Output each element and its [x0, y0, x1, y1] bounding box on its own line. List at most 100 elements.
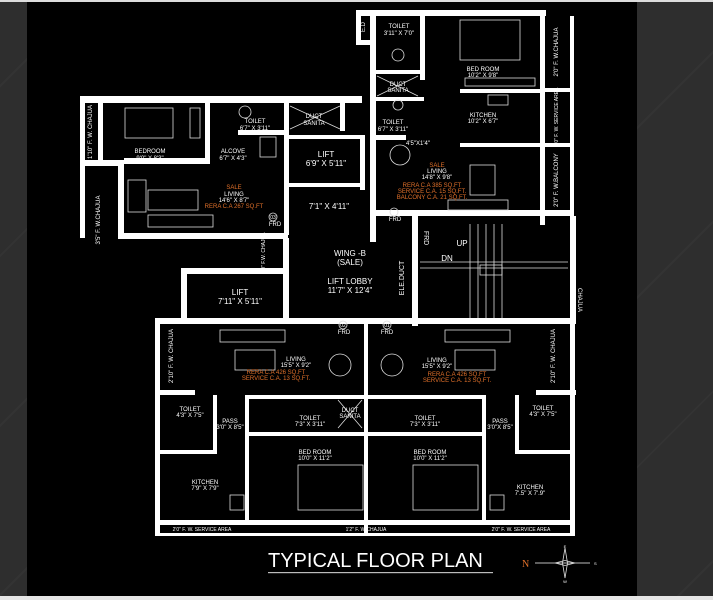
rera-area: RERA C.A 267 SQ.FT: [205, 204, 264, 210]
compass-south: S: [594, 561, 597, 566]
room-name: BED ROOM: [414, 450, 447, 456]
balcony-label: 2'0" F. W.BALCONY: [554, 153, 560, 207]
door-number-badge: [268, 212, 278, 222]
room-size: 4'3" X 7'5": [529, 412, 556, 418]
chajua-label: 2'10" F. W. CHAJUA: [551, 329, 557, 383]
room-name: ALCOVE: [221, 149, 245, 155]
table-icon: [234, 349, 276, 371]
dining-size: 4'5"X1'4": [406, 141, 430, 147]
lift-size: 7'11" X 5'11": [218, 297, 262, 306]
room-name: LIVING: [427, 169, 447, 175]
dining-table-icon: [380, 353, 404, 377]
lift-size: 6'9" X 5'11": [306, 159, 346, 168]
stove-icon: [487, 94, 509, 106]
room-size: 6'7" X 4'3": [219, 156, 246, 162]
room-size: 10'0" X 11'2": [413, 456, 446, 462]
duct-label: DUCT: [390, 82, 407, 88]
room-size: 7'9" X 7'9": [191, 486, 218, 492]
service-area-label: 2'0" F. W. SERVICE AREA: [554, 87, 560, 146]
passage-size: 7'1" X 4'11": [309, 202, 349, 211]
room-name: TOILET: [383, 120, 404, 126]
door-label[interactable]: FRD: [269, 222, 282, 228]
bed-icon: [412, 464, 479, 511]
rera-area: RERA C.A 426 SQ.FT: [247, 370, 306, 376]
door-label[interactable]: FRD: [381, 330, 394, 336]
room-name: TOILET: [245, 119, 266, 125]
flat-01: 01 FRD 2'10" F. W. CHAJUA LIVING 15'5" X…: [381, 320, 557, 533]
furniture: [124, 19, 568, 511]
room-size: 7'3" X 3'11": [295, 422, 325, 428]
compass-north: N: [522, 559, 529, 570]
room-name: BED ROOM: [467, 67, 500, 73]
chajua-label: 2'0" F.W. CHAJUA: [261, 232, 267, 273]
compass-west: W: [563, 579, 567, 584]
dining-table-icon: [328, 353, 352, 377]
door-number: 02: [340, 323, 346, 329]
bottom-border: [0, 596, 713, 600]
duct-label: SANITA: [303, 121, 324, 127]
flat-03: 1'10" F. W. CHAJUA 3'5" F. W.CHAJUA BEDR…: [88, 105, 325, 244]
service-area-label: 2'0" F. W. SERVICE AREA: [492, 527, 551, 533]
door-number: 03: [270, 215, 276, 221]
lift-name: LIFT: [232, 288, 249, 297]
chajua-label: 2'0" F. W.CHAJUA: [554, 28, 560, 77]
duct-icon: [337, 399, 363, 429]
table-icon: [147, 189, 199, 211]
stair-door-label[interactable]: FRD: [422, 231, 429, 245]
room-size: 14'6" X 8'7": [219, 198, 250, 204]
lobby-size: 11'7" X 12'4": [328, 286, 373, 295]
room-name: TOILET: [180, 407, 201, 413]
rera-area: RERA C.A 385 SQ.FT: [403, 183, 462, 189]
flat-04: E.D TOILET 3'11" X 7'0" DUCT SANITA TOIL…: [361, 21, 560, 223]
stair-down-label: DN: [441, 254, 453, 263]
room-size: 3'0"X 8'5": [487, 425, 513, 431]
room-name: TOILET: [415, 416, 436, 422]
room-name: TOILET: [300, 416, 321, 422]
duct-label: SANITA: [387, 88, 408, 94]
chajua-label: 2'10" F. W. CHAJUA: [169, 329, 175, 383]
chajua-label: 1'10" F. W. CHAJUA: [88, 105, 94, 159]
room-size: 10'2" X 9'8": [468, 73, 499, 79]
balcony-area: BALCONY C.A. 21 SQ.FT.: [397, 195, 468, 201]
room-size: 4'3" X 7'5": [176, 413, 203, 419]
stove-icon: [259, 136, 277, 158]
room-name: KITCHEN: [470, 113, 496, 119]
bed-icon: [297, 464, 364, 511]
toilet-fixture-icon: [238, 105, 252, 119]
sofa-icon: [444, 329, 511, 343]
door-label[interactable]: FRD: [389, 217, 402, 223]
walls: [80, 10, 576, 536]
core: LIFT 6'9" X 5'11" 7'1" X 4'11" WING -B (…: [218, 150, 582, 312]
room-size: 15'5" X 9'2": [422, 364, 453, 370]
wing-label: WING -B: [334, 249, 366, 258]
room-name: KITCHEN: [192, 480, 218, 486]
top-border: [0, 0, 713, 2]
bed-icon: [124, 107, 174, 139]
room-size: 6'7" X 3'11": [378, 127, 408, 133]
stair-up-label: UP: [456, 239, 467, 248]
room-name: TOILET: [389, 24, 410, 30]
flat-02: 02 FRD 2'10" F. W. CHAJUA LIVING 15'5" X…: [169, 320, 351, 533]
duct-label: DUCT: [306, 114, 323, 120]
chajua-label: CHAJUA: [576, 288, 582, 312]
toilet-fixture-icon: [391, 48, 405, 62]
chajua-label: 3'5" F. W.CHAJUA: [96, 196, 102, 245]
room-size: 9'0" X 8'3": [136, 156, 163, 162]
room-name: PASS: [222, 419, 238, 425]
shared: DUCT SANITA 1'2" F. W.CHAJUA: [339, 408, 387, 533]
room-name: LIVING: [286, 357, 306, 363]
toilet-fixture-icon: [392, 99, 404, 111]
room-size: 3'0" X 8'5": [216, 425, 243, 431]
door-number-badge: [389, 207, 399, 217]
door-number-badge: [382, 320, 392, 330]
dining-table-icon: [389, 144, 411, 166]
room-size: 15'5" X 9'2": [281, 363, 312, 369]
rera-area: RERA C.A 426 SQ.FT: [428, 372, 487, 378]
door-label[interactable]: FRD: [338, 330, 351, 336]
service-area-label: 2'0" F. W. SERVICE AREA: [173, 527, 232, 533]
room-name: PASS: [492, 419, 508, 425]
room-size: 7'3" X 3'11": [410, 422, 440, 428]
lift-name: LIFT: [318, 150, 335, 159]
room-name: LIVING: [224, 192, 244, 198]
